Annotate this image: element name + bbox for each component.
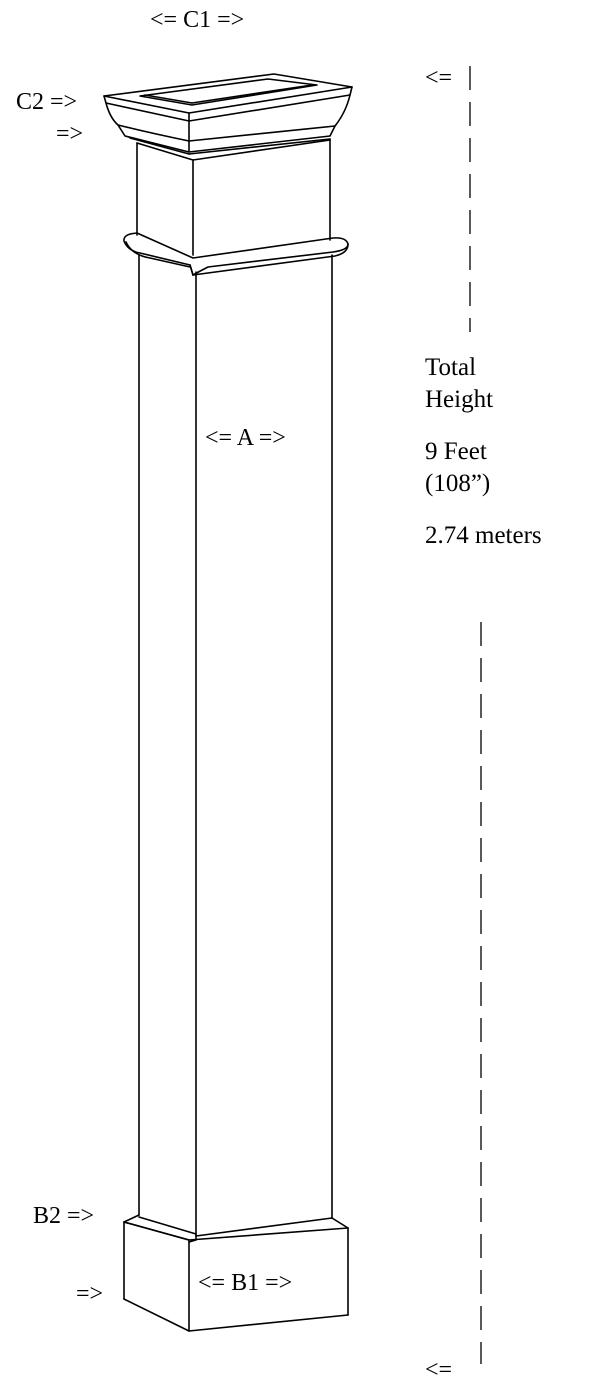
capital bbox=[103, 73, 353, 155]
astragal bbox=[123, 232, 349, 276]
a-label: <= A => bbox=[205, 425, 286, 451]
base-molding bbox=[123, 1214, 349, 1243]
b2-lower-arrow: => bbox=[76, 1281, 104, 1307]
b1-label: <= B1 => bbox=[198, 1270, 293, 1296]
total-height-text: Total Height 9 Feet (108”) 2.74 meters bbox=[425, 352, 542, 552]
total-height-meters: 2.74 meters bbox=[425, 522, 542, 549]
height-bottom-arrow: <= bbox=[425, 1357, 453, 1383]
b2-label: B2 => bbox=[33, 1203, 95, 1229]
total-height-title-line2: Height bbox=[425, 386, 494, 413]
c2-lower-arrow: => bbox=[56, 121, 84, 147]
height-dimension-line bbox=[469, 66, 482, 1364]
neck bbox=[136, 138, 331, 256]
plinth bbox=[123, 1221, 349, 1332]
c2-label: C2 => bbox=[16, 89, 78, 115]
height-top-arrow: <= bbox=[425, 65, 453, 91]
total-height-title-line1: Total bbox=[425, 354, 477, 381]
capital-top-rim bbox=[103, 73, 353, 114]
total-height-feet: 9 Feet bbox=[425, 438, 487, 465]
c1-label: <= C1 => bbox=[150, 7, 245, 33]
shaft bbox=[138, 254, 333, 1236]
capital-opening bbox=[139, 78, 318, 106]
total-height-inches: (108”) bbox=[425, 470, 491, 497]
